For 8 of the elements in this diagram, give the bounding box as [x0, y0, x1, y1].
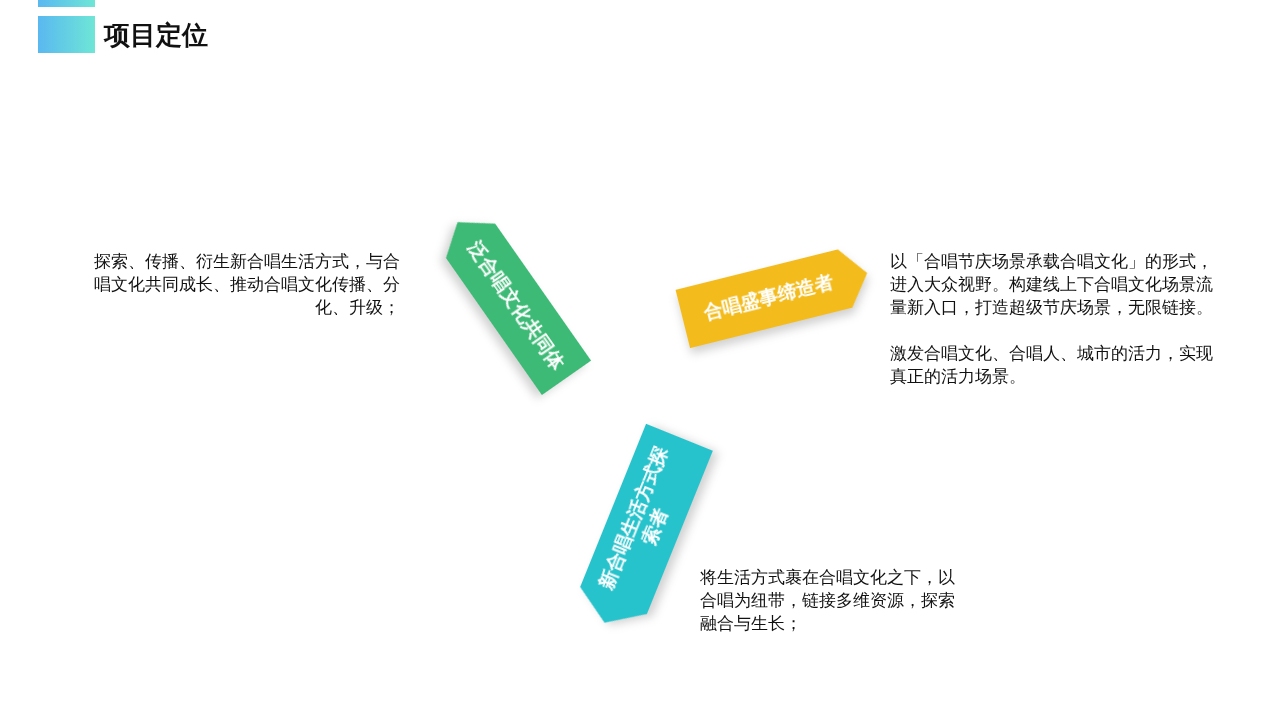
description-text: 探索、传播、衍生新合唱生活方式，与合唱文化共同成长、推动合唱文化传播、分化、升级； — [93, 251, 400, 319]
ribbon-label: 泛合唱文化共同体 — [463, 235, 570, 376]
description-text: 将生活方式裹在合唱文化之下，以合唱为纽带，链接多维资源，探索融合与生长； — [700, 567, 956, 635]
description-text: 激发合唱文化、合唱人、城市的活力，实现真正的活力场景。 — [890, 343, 1214, 388]
page-title: 项目定位 — [104, 19, 208, 52]
ribbon-label: 新合唱生活方式探索者 — [594, 442, 673, 595]
description-text: 以「合唱节庆场景承载合唱文化」的形式，进入大众视野。构建线上下合唱文化场景流量新入口，打造超级节庆场景，无限链接。 — [890, 251, 1214, 319]
ribbon-label: 合唱盛事缔造者 — [699, 269, 837, 326]
